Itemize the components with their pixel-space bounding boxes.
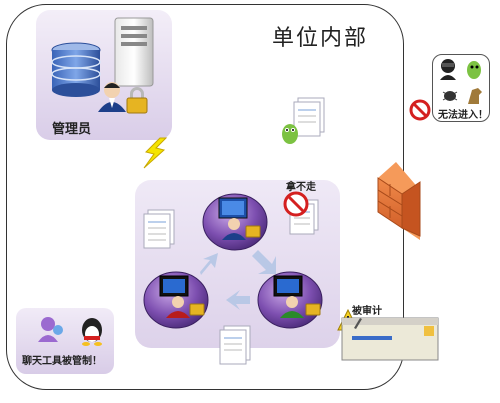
workstation-top (202, 193, 268, 251)
forbidden-icon (409, 99, 431, 121)
msn-chat-icon (38, 317, 63, 342)
chat-tools-label: 聊天工具被管制！ (22, 356, 102, 367)
firewall-icon (377, 162, 421, 240)
lock-icon (126, 87, 148, 114)
audited-label: 被审计 (352, 306, 382, 317)
no-take-label: 拿不走 (286, 182, 316, 193)
bug-icon (442, 91, 458, 101)
hacker-icon (440, 59, 456, 80)
admin-person-icon (98, 82, 126, 112)
lightning-icon (143, 137, 168, 169)
qq-chat-icon (82, 318, 102, 346)
database-icon (51, 42, 101, 97)
flow-arrow (252, 250, 276, 274)
trojan-horse-icon (468, 88, 482, 104)
document-stack-icon (143, 209, 175, 249)
admin-label: 管理员 (52, 122, 92, 137)
workstation-right (257, 271, 323, 329)
forbidden-icon (283, 191, 309, 217)
server-icon (114, 17, 154, 87)
organization-title: 单位内部 (272, 26, 369, 51)
blocked-label: 无法进入！ (438, 110, 488, 121)
flow-arrow (200, 253, 218, 275)
flow-arrow (226, 290, 250, 310)
document-stack-icon (293, 97, 325, 137)
workstation-left (143, 271, 209, 329)
chat-tools-panel (16, 308, 114, 374)
virus-icon (467, 61, 481, 79)
virus-icon (282, 124, 298, 144)
document-stack-icon (219, 325, 251, 365)
pencil-icon (354, 318, 362, 329)
